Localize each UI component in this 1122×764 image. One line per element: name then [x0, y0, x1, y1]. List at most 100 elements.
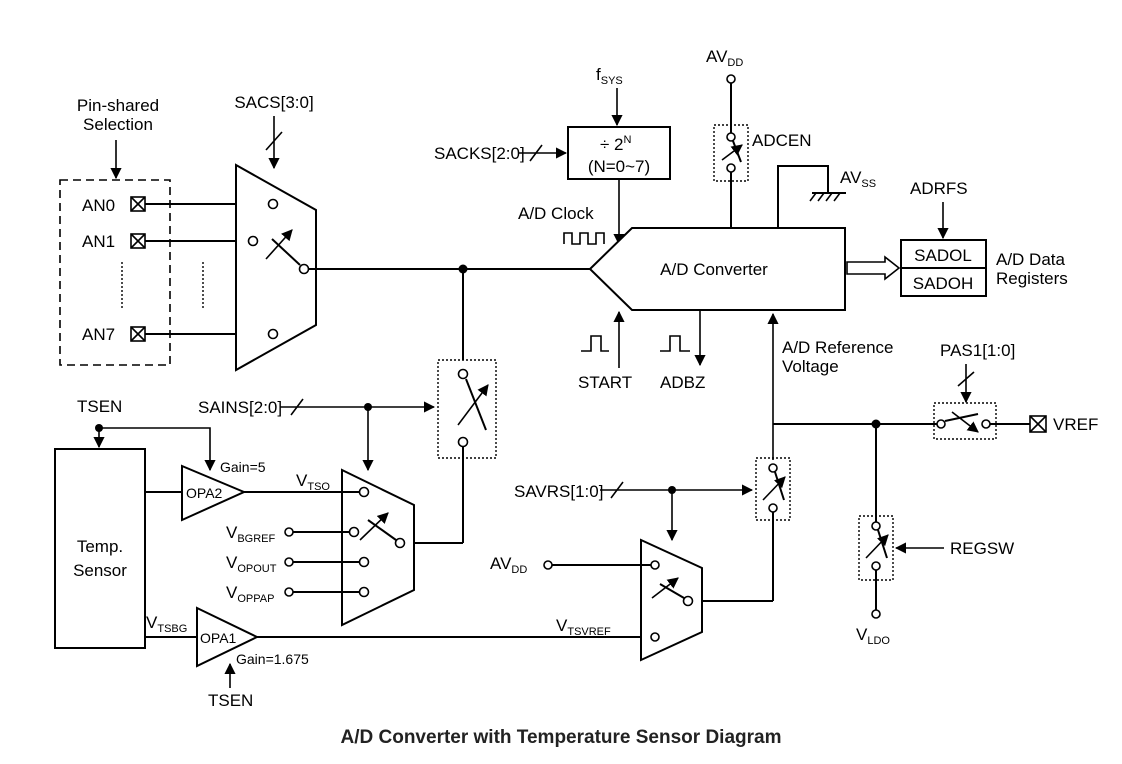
opa2-amplifier — [181, 464, 247, 522]
start-label: START — [578, 373, 632, 392]
pas1-blade — [944, 413, 979, 422]
an1-pin-icon — [130, 233, 146, 249]
sains-switch-bottom-node — [457, 436, 469, 448]
sains-label: SAINS[2:0] — [198, 398, 282, 417]
sains-switch-top-node — [457, 368, 469, 380]
ref-mux-node-avdd — [650, 560, 660, 570]
vopout-terminal — [284, 557, 294, 567]
sains-node-out — [394, 537, 406, 549]
adclock-label: A/D Clock — [518, 204, 594, 223]
savrs-arrow — [762, 476, 786, 501]
registers-label-2: Registers — [996, 269, 1068, 288]
sacs-node-out — [298, 263, 310, 275]
pas1-bus-slash — [957, 371, 975, 387]
sacs-node-an1 — [247, 235, 259, 247]
adrfs-label: ADRFS — [910, 179, 968, 198]
diagram-caption: A/D Converter with Temperature Sensor Di… — [341, 727, 782, 748]
pas1-label: PAS1[1:0] — [940, 341, 1015, 360]
temp-sensor-label-2: Sensor — [73, 561, 127, 580]
vldo-terminal — [871, 609, 881, 619]
regsw-switch-box — [858, 515, 894, 581]
sadol-label: SADOL — [914, 246, 972, 265]
regsw-label: REGSW — [950, 539, 1014, 558]
sacks-bus-slash — [529, 144, 543, 162]
fsys-label: fSYS — [596, 65, 623, 87]
pas1-switch-box — [933, 402, 997, 440]
savrs-label: SAVRS[1:0] — [514, 482, 603, 501]
vtso-label: VTSO — [296, 471, 330, 493]
sacs-mux — [235, 163, 317, 372]
temp-sensor-block — [54, 448, 146, 649]
sacs-bus-slash — [265, 131, 283, 151]
an7-pin-icon — [130, 326, 146, 342]
vldo-label: VLDO — [856, 625, 890, 647]
adcen-arrow — [721, 144, 743, 161]
data-out-arrow — [846, 255, 901, 281]
opa1-label: OPA1 — [200, 630, 237, 646]
sains-node-voppap — [358, 586, 370, 598]
regsw-arrow — [865, 534, 889, 559]
regsw-top-node — [871, 521, 881, 531]
divider-range: (N=0~7) — [588, 157, 650, 176]
vbgref-label: VBGREF — [226, 523, 276, 545]
avdd-top-terminal — [726, 74, 736, 84]
sains-switch-box — [437, 359, 497, 459]
divider-main: ÷ 2N — [600, 134, 632, 154]
an0-label: AN0 — [82, 196, 115, 215]
ref-mux — [640, 538, 703, 662]
vtsbg-label: VTSBG — [146, 613, 187, 635]
start-pulse-icon — [581, 335, 609, 352]
opa1-amplifier — [196, 606, 260, 668]
sains-switch-arrow — [457, 384, 489, 426]
vref-label: VREF — [1053, 415, 1098, 434]
sains-switch-blade — [465, 378, 487, 431]
adcen-top-node — [726, 132, 736, 142]
savrs-bottom-node — [768, 503, 778, 513]
avdd-bottom-terminal — [543, 560, 553, 570]
voppap-label: VOPPAP — [226, 583, 274, 605]
voppap-terminal — [284, 587, 294, 597]
sadoh-label: SADOH — [913, 274, 973, 293]
regsw-bottom-node — [871, 561, 881, 571]
avss-ground-hatch — [809, 192, 841, 202]
ref-label-1: A/D Reference — [782, 338, 894, 357]
gain1675-label: Gain=1.675 — [236, 651, 309, 667]
clock-divider-block — [567, 126, 671, 180]
sacks-label: SACKS[2:0] — [434, 144, 525, 163]
vbgref-terminal — [284, 527, 294, 537]
sacs-switch-arrow — [265, 229, 293, 260]
savrs-bus-slash — [610, 481, 624, 499]
ref-mux-node-out — [682, 595, 694, 607]
adcen-label: ADCEN — [752, 131, 812, 150]
vtsvref-label: VTSVREF — [556, 616, 611, 638]
sacs-node-an0 — [267, 198, 279, 210]
sains-mux-blade — [367, 519, 397, 541]
ad-converter-block — [588, 227, 846, 311]
avdd-top-label: AVDD — [706, 47, 743, 69]
adcen-switch-box — [713, 124, 749, 182]
an7-label: AN7 — [82, 325, 115, 344]
vref-pin-icon — [1029, 415, 1047, 433]
opa2-label: OPA2 — [186, 485, 223, 501]
savrs-top-node — [768, 463, 778, 473]
ref-mux-node-vtsvref — [650, 632, 660, 642]
ad-converter-label: A/D Converter — [660, 260, 768, 279]
adbz-label: ADBZ — [660, 373, 705, 392]
pas1-switch-arrow — [951, 411, 979, 433]
ref-mux-arrow — [651, 577, 679, 599]
sains-mux — [341, 468, 415, 627]
vopout-label: VOPOUT — [226, 553, 277, 575]
sacs-switch-blade — [271, 238, 301, 266]
tsen-to-opa2-arrow — [99, 427, 216, 472]
sains-node-vbgref — [348, 526, 360, 538]
ref-label-2: Voltage — [782, 357, 839, 376]
sains-node-vtso — [358, 486, 370, 498]
adclock-waveform-icon — [563, 232, 605, 245]
pin-shared-label-2: Selection — [83, 115, 153, 134]
avss-wire — [777, 165, 829, 228]
sains-bus-slash — [290, 398, 304, 416]
pin-shared-group — [59, 179, 171, 366]
avss-label: AVSS — [840, 168, 876, 190]
adcen-bottom-node — [726, 163, 736, 173]
